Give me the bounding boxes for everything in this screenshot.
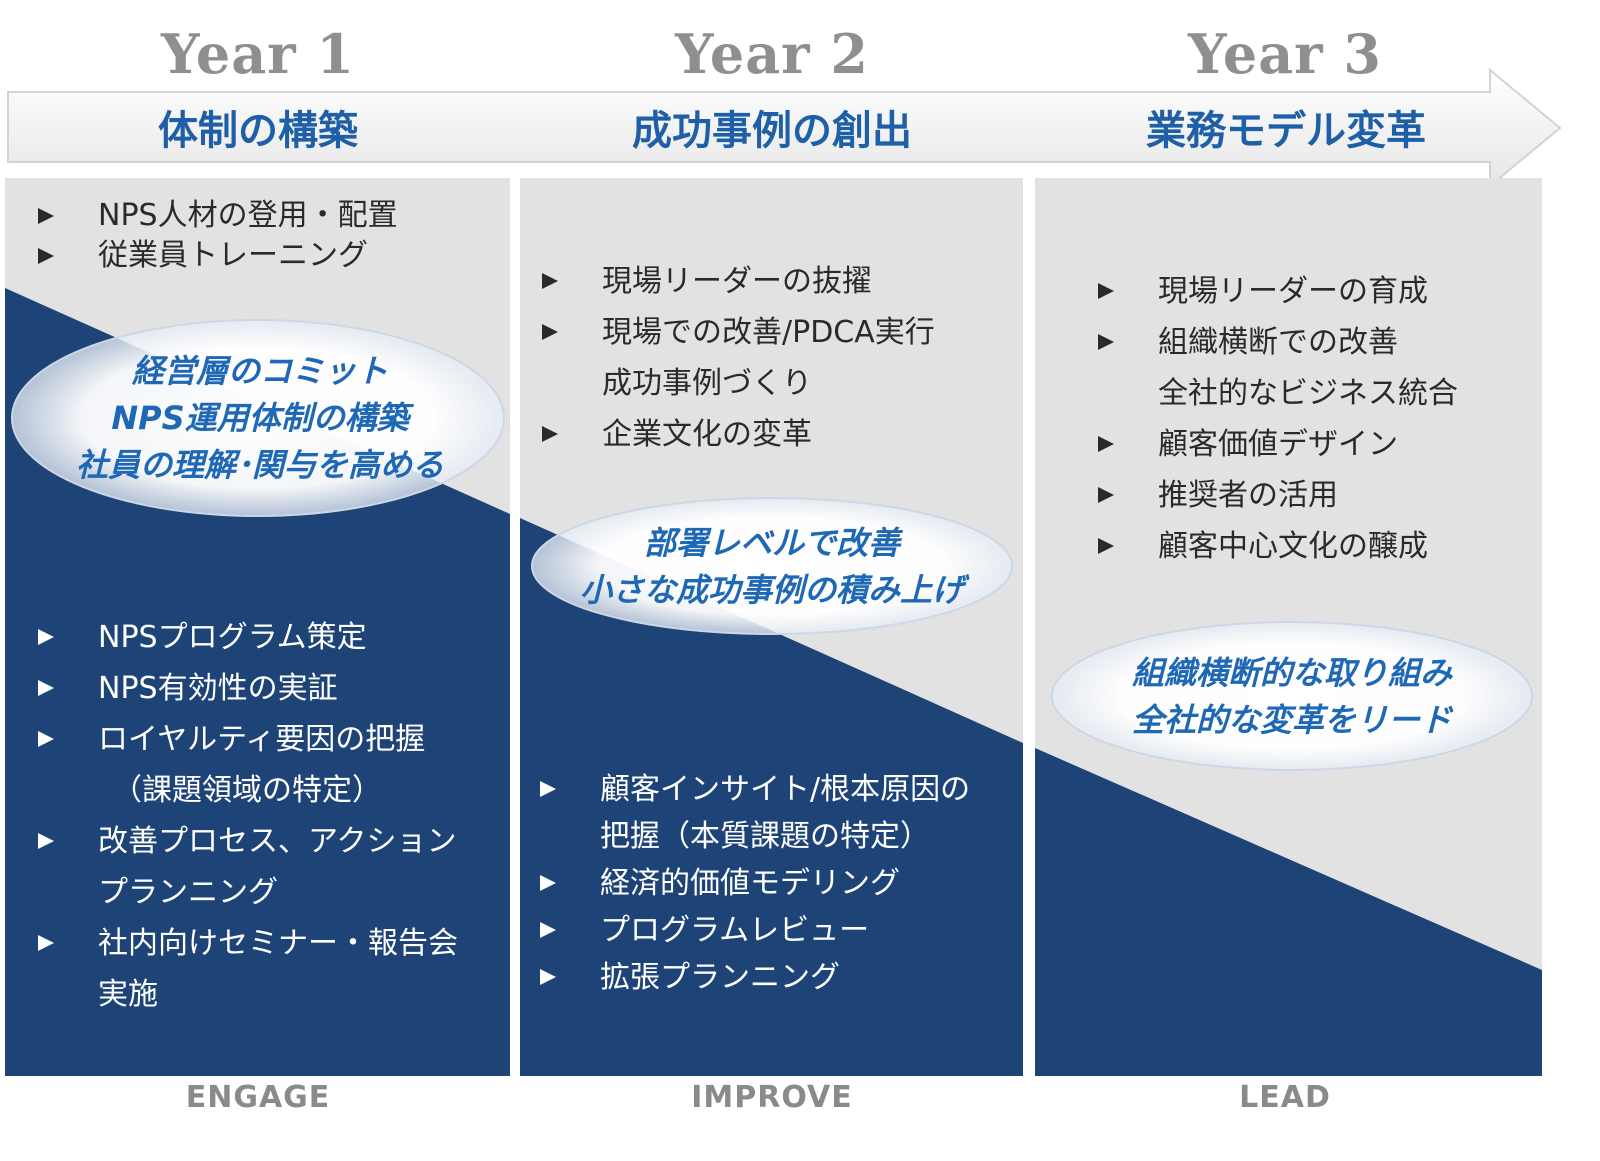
bullet-triangle-icon [542,324,558,340]
year-2-label: Year 2 [674,22,870,86]
list-item-text: 現場リーダーの抜擢 [602,264,872,299]
list-item-text: 経済的価値モデリング [600,866,900,901]
bullet-triangle-icon [542,273,558,289]
list-item-text: ロイヤルティ要因の把握 [98,722,426,757]
list-item: 経済的価値モデリング [538,860,970,907]
list-item: 社内向けセミナー・報告会実施 [36,918,458,1020]
bullet-triangle-icon [542,426,558,442]
list-item: 組織横断での改善全社的なビジネス統合 [1096,317,1458,419]
bullet-triangle-icon [38,935,54,951]
bullet-triangle-icon [38,208,54,224]
list-item-text: 顧客インサイト/根本原因の [600,772,971,807]
bullet-triangle-icon [1098,283,1114,299]
list-item: 顧客中心文化の醸成 [1096,521,1458,572]
bubble-line: 部署レベルで改善 [643,524,900,562]
list-item: NPS有効性の実証 [36,663,458,714]
bubble-year2-text: 部署レベルで改善 小さな成功事例の積み上げ [532,520,1012,614]
bullet-triangle-icon [540,875,556,891]
bullet-triangle-icon [540,969,556,985]
list-item: 現場での改善/PDCA実行成功事例づくり [540,307,935,409]
phase-title-2: 成功事例の創出 [632,108,912,154]
list-item: NPSプログラム策定 [36,612,458,663]
list-item: 現場リーダーの育成 [1096,266,1458,317]
list-item: 現場リーダーの抜擢 [540,256,935,307]
bullet-triangle-icon [1098,436,1114,452]
bubble-year2-shape [531,497,1013,635]
list-item: ロイヤルティ要因の把握 （課題領域の特定） [36,714,458,816]
list-item-text: NPS有効性の実証 [98,671,338,706]
list-item-text: 企業文化の変革 [602,417,812,452]
list-item-text: 顧客中心文化の醸成 [1158,529,1428,564]
list-item: 顧客価値デザイン [1096,419,1458,470]
bubble-year1-shape [11,319,505,517]
bullet-triangle-icon [1098,487,1114,503]
footer-label-lead: LEAD [1239,1080,1331,1115]
bubble-line: NPS運用体制の構築 [111,399,409,437]
year2-top-list: 現場リーダーの抜擢 現場での改善/PDCA実行成功事例づくり 企業文化の変革 [540,256,935,460]
list-item-text: 現場での改善/PDCA実行 [602,315,935,350]
year3-top-list: 現場リーダーの育成 組織横断での改善全社的なビジネス統合 顧客価値デザイン 推奨… [1096,266,1458,572]
bubble-line: 組織横断的な取り組み [1131,654,1452,692]
phase-title-3: 業務モデル変革 [1146,108,1426,154]
year1-bottom-list: NPSプログラム策定 NPS有効性の実証 ロイヤルティ要因の把握 （課題領域の特定… [36,612,458,1020]
year1-top-list: NPS人材の登用・配置 従業員トレーニング [36,196,398,276]
list-item-text: 社内向けセミナー・報告会 [98,926,458,961]
list-item-text: 拡張プランニング [600,960,840,995]
list-item-text: NPS人材の登用・配置 [98,198,398,233]
bubble-line: 経営層のコミット [131,352,388,390]
phase-title-1: 体制の構築 [158,108,358,154]
list-item: プログラムレビュー [538,907,970,954]
bullet-triangle-icon [540,922,556,938]
list-item: NPS人材の登用・配置 [36,196,398,236]
bubble-year1-text: 経営層のコミット NPS運用体制の構築 社員の理解･関与を高める [20,348,500,489]
list-item-text: 組織横断での改善 [1158,325,1398,360]
list-item: 改善プロセス、アクションプランニング [36,816,458,918]
list-item-continuation: 成功事例づくり [602,366,812,401]
bullet-triangle-icon [38,731,54,747]
list-item-continuation: 把握（本質課題の特定） [600,819,930,854]
list-item: 推奨者の活用 [1096,470,1458,521]
footer-label-engage: ENGAGE [185,1080,331,1115]
list-item: 従業員トレーニング [36,236,398,276]
timeline-arrow [7,67,1562,189]
list-item-continuation: プランニング [98,875,278,910]
bullet-triangle-icon [1098,538,1114,554]
bullet-triangle-icon [38,629,54,645]
bubble-year3-text: 組織横断的な取り組み 全社的な変革をリード [1052,650,1532,744]
footer-label-improve: IMPROVE [691,1080,853,1115]
list-item-text: プログラムレビュー [600,913,870,948]
list-item-text: 改善プロセス、アクション [98,824,457,859]
bubble-line: 社員の理解･関与を高める [75,446,444,484]
list-item-text: 推奨者の活用 [1158,478,1338,513]
list-item: 拡張プランニング [538,954,970,1001]
navy-region-year2 [520,518,1023,1076]
list-item-text: 現場リーダーの育成 [1158,274,1428,309]
list-item: 顧客インサイト/根本原因の把握（本質課題の特定） [538,766,970,860]
list-item-text: NPSプログラム策定 [98,620,367,655]
list-item: 企業文化の変革 [540,409,935,460]
navy-region-year3 [1035,748,1542,1076]
list-item-continuation: （課題領域の特定） [112,773,382,808]
bubble-line: 全社的な変革をリード [1131,701,1452,739]
bubble-line: 小さな成功事例の積み上げ [579,571,964,609]
list-item-continuation: 全社的なビジネス統合 [1158,376,1458,411]
bullet-triangle-icon [1098,334,1114,350]
list-item-continuation: 実施 [98,977,158,1012]
bubble-year3-shape [1051,621,1533,771]
bullet-triangle-icon [38,248,54,264]
year-1-label: Year 1 [160,22,356,86]
list-item-text: 顧客価値デザイン [1158,427,1398,462]
bullet-triangle-icon [540,781,556,797]
bullet-triangle-icon [38,680,54,696]
year2-bottom-list: 顧客インサイト/根本原因の把握（本質課題の特定） 経済的価値モデリング プログラ… [538,766,970,1001]
list-item-text: 従業員トレーニング [98,238,368,273]
bullet-triangle-icon [38,833,54,849]
year-3-label: Year 3 [1187,22,1383,86]
